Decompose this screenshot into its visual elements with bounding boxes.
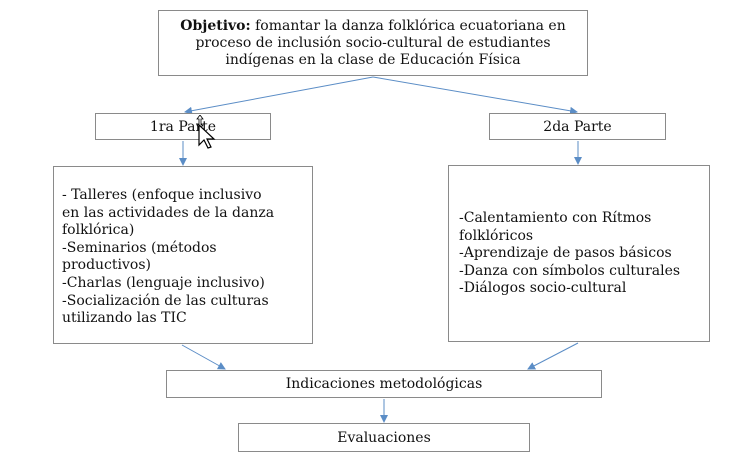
list-item: -Diálogos socio-cultural xyxy=(459,280,627,297)
objective-label: Objetivo: xyxy=(180,17,251,34)
methods-box: Indicaciones metodológicas xyxy=(166,370,602,398)
mouse-pointer-icon xyxy=(196,115,216,149)
list-item: -Socialización de las culturas xyxy=(62,292,269,309)
arrow-list2-to-methods xyxy=(527,342,579,370)
arrow-list1-to-methods xyxy=(181,344,226,370)
arrow-objective-to-part1 xyxy=(184,76,374,115)
list-item: folklórica) xyxy=(62,222,135,239)
part1-box: 1ra Parte xyxy=(95,113,271,140)
list-item: productivos) xyxy=(62,257,151,274)
list-item: -Calentamiento con Rítmos xyxy=(459,210,652,226)
part2-box: 2da Parte xyxy=(489,113,666,140)
part1-activities-box: - Talleres (enfoque inclusivo en las act… xyxy=(53,166,313,344)
list-item: - Talleres (enfoque inclusivo xyxy=(62,187,262,203)
list-item: -Aprendizaje de pasos básicos xyxy=(459,245,672,262)
arrow-objective-to-part2 xyxy=(372,76,578,115)
objective-box: Objetivo: fomantar la danza folklórica e… xyxy=(158,10,588,76)
evaluations-box: Evaluaciones xyxy=(238,423,530,452)
objective-text: Objetivo: fomantar la danza folklórica e… xyxy=(169,18,577,69)
list-item: -Seminarios (métodos xyxy=(62,239,217,256)
list-item: -Charlas (lenguaje inclusivo) xyxy=(62,274,265,291)
methods-label: Indicaciones metodológicas xyxy=(285,376,483,392)
part2-activities-box: -Calentamiento con Rítmos folklóricos -A… xyxy=(448,165,710,342)
objective-description: fomantar la danza folklórica ecuatoriana… xyxy=(195,17,566,68)
list-item: utilizando las TIC xyxy=(62,310,187,327)
part2-label: 2da Parte xyxy=(543,118,612,135)
list-item: -Danza con símbolos culturales xyxy=(459,262,681,279)
evaluations-label: Evaluaciones xyxy=(337,429,431,446)
list-item: folklóricos xyxy=(459,227,534,244)
list-item: en las actividades de la danza xyxy=(62,204,275,221)
